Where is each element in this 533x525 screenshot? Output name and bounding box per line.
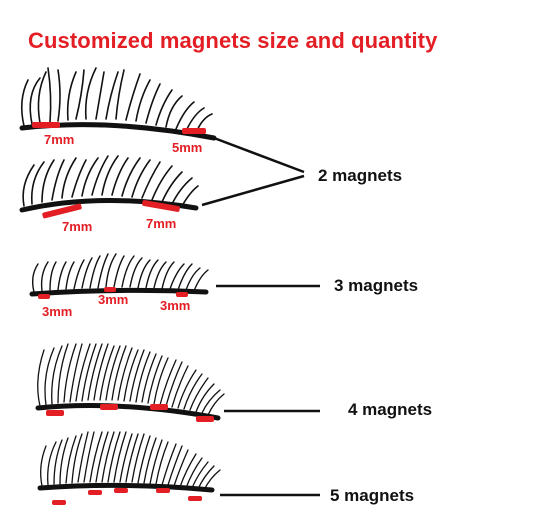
magnet-size-label: 7mm xyxy=(146,216,177,231)
magnet-marks-3 xyxy=(38,287,188,299)
magnet-size-label: 3mm xyxy=(98,292,129,307)
magnet-size-label: 7mm xyxy=(62,219,93,234)
lash-strip-2 xyxy=(19,155,199,213)
pointer-line-2b xyxy=(201,174,305,207)
magnet-count-label: 4 magnets xyxy=(348,400,433,419)
magnet-marks-1 xyxy=(32,122,206,134)
magnet-count-label: 5 magnets xyxy=(330,486,415,505)
magnet-marks-2 xyxy=(42,200,180,219)
lash-strip-5 xyxy=(37,431,221,493)
magnet-size-label: 3mm xyxy=(160,298,191,313)
magnet-size-label: 5mm xyxy=(172,140,203,155)
pointer-line-2a xyxy=(213,136,305,174)
magnet-size-label: 3mm xyxy=(42,304,73,319)
page-title: Customized magnets size and quantity xyxy=(28,28,438,53)
lash-strip-3 xyxy=(29,253,209,297)
magnet-count-label: 3 magnets xyxy=(334,276,419,295)
magnet-marks-5 xyxy=(52,488,202,505)
lash-strip-4 xyxy=(35,343,225,421)
magnet-size-label: 7mm xyxy=(44,132,75,147)
magnet-marks-4 xyxy=(46,404,214,422)
magnet-count-label: 2 magnets xyxy=(318,166,403,185)
